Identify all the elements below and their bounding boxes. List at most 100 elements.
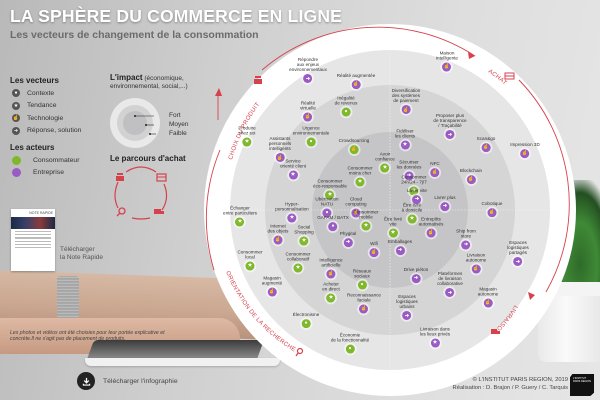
sphere-node[interactable]: Consommer moins cher★ [347, 166, 373, 187]
technologie-icon[interactable]: ☝ [267, 287, 277, 297]
tendance-icon[interactable]: ★ [380, 163, 390, 173]
reponse-icon[interactable]: ➜ [404, 171, 414, 181]
reponse-icon[interactable]: ➜ [412, 194, 422, 204]
sphere-node[interactable]: Ship from store➜ [456, 229, 476, 250]
technologie-icon[interactable]: ☝ [275, 153, 285, 163]
technologie-icon[interactable]: ☝ [481, 142, 491, 152]
sphere-node[interactable]: Électronisme● [293, 312, 319, 328]
sphere-node[interactable]: Magasin autonome☝ [478, 287, 498, 308]
contexte-icon[interactable]: ● [301, 318, 311, 328]
contexte-icon[interactable]: ● [306, 137, 316, 147]
technologie-icon[interactable]: ☝ [351, 208, 361, 218]
sphere-node[interactable]: Économie de la fonctionnalité● [331, 333, 369, 354]
contexte-icon[interactable]: ● [345, 344, 355, 354]
sphere-node[interactable]: Consommer éco-responsable★ [313, 179, 347, 200]
reponse-icon[interactable]: ➜ [461, 240, 471, 250]
sphere-node[interactable]: Wifi☝ [369, 241, 379, 257]
technologie-icon[interactable]: ☝ [369, 247, 379, 257]
sphere-node[interactable]: Réseaux sociaux● [353, 269, 371, 290]
tendance-icon[interactable]: ★ [235, 217, 245, 227]
sphere-node[interactable]: Service orienté client★ [280, 159, 306, 180]
sphere-node[interactable]: NFC☝ [430, 161, 440, 177]
contexte-icon[interactable]: ● [328, 221, 338, 231]
sphere-node[interactable]: Plateformes de livraison collaborative➜ [437, 271, 463, 298]
sphere-node[interactable]: Entrepôts automatisés☝ [419, 217, 443, 238]
sphere-node[interactable]: Sécuriser les données➜ [397, 160, 421, 181]
technologie-icon[interactable]: ☝ [466, 174, 476, 184]
sphere-node[interactable]: Consommer collaboratif★ [285, 252, 311, 273]
sphere-node[interactable]: Magasin augmenté☝ [262, 276, 282, 297]
download-note-link[interactable]: Télécharger la Note Rapide [60, 246, 103, 262]
tendance-icon[interactable]: ★ [407, 214, 417, 224]
sphere-node[interactable]: Scan&go☝ [477, 136, 495, 152]
sphere-node[interactable]: Assistants personnels intelligents☝ [269, 136, 291, 163]
technologie-icon[interactable]: ☝ [351, 79, 361, 89]
tendance-icon[interactable]: ★ [355, 177, 365, 187]
tendance-icon[interactable]: ★ [409, 186, 419, 196]
tendance-icon[interactable]: ★ [400, 140, 410, 150]
sphere-node[interactable]: Hyper- personnalisation★ [275, 202, 309, 223]
sphere-node[interactable]: Impression 3D☝ [510, 142, 540, 158]
reponse-icon[interactable]: ➜ [513, 257, 523, 267]
technologie-icon[interactable]: ☝ [442, 62, 452, 72]
sphere-node[interactable]: Cloud computing☝ [345, 197, 367, 218]
sphere-node[interactable]: Social Shopping★ [294, 225, 314, 246]
technologie-icon[interactable]: ☝ [326, 269, 336, 279]
sphere-node[interactable]: Livraison dans les lieux privés★ [420, 327, 450, 348]
sphere-node[interactable]: Proposer plus de transparence / Traçabil… [433, 113, 467, 140]
technologie-icon[interactable]: ☝ [483, 298, 493, 308]
contexte-icon[interactable]: ● [322, 208, 332, 218]
sphere-node[interactable]: Phygital➜ [340, 231, 356, 247]
sphere-node[interactable]: Consommer mobile★ [353, 210, 379, 231]
sphere-node[interactable]: Emballages➜ [388, 239, 412, 255]
sphere-node[interactable]: Échanger entre particuliers★ [223, 206, 257, 227]
reponse-icon[interactable]: ➜ [303, 74, 313, 84]
tendance-icon[interactable]: ★ [288, 170, 298, 180]
sphere-node[interactable]: Ubérisation NATU● [315, 197, 339, 218]
sphere-node[interactable]: Urgence environnementale● [293, 126, 329, 147]
download-button[interactable] [77, 372, 95, 390]
sphere-node[interactable]: Livrer vite➜ [407, 188, 427, 204]
tendance-icon[interactable]: ★ [326, 293, 336, 303]
sphere-node[interactable]: Réalité virtuelle☝ [300, 101, 316, 122]
sphere-node[interactable]: GAFAM / BATX● [317, 215, 349, 231]
technologie-icon[interactable]: ☝ [487, 207, 497, 217]
technologie-icon[interactable]: ☝ [359, 304, 369, 314]
sphere-node[interactable]: Livrer plus➜ [434, 195, 456, 211]
technologie-icon[interactable]: ☝ [273, 235, 283, 245]
tendance-icon[interactable]: ★ [361, 221, 371, 231]
reponse-icon[interactable]: ➜ [440, 201, 450, 211]
download-infographic-link[interactable]: Télécharger l'infographie [103, 378, 178, 385]
sphere-node[interactable]: Espaces logistiques urbains➜ [396, 294, 418, 321]
technologie-icon[interactable]: ☝ [303, 112, 313, 122]
technologie-icon[interactable]: ☝ [430, 167, 440, 177]
sphere-node[interactable]: Consommer 24h/24 - 7j/7★ [401, 175, 427, 196]
sphere-node[interactable]: Diversification des systèmes de paiement… [392, 88, 420, 115]
tendance-icon[interactable]: ★ [388, 228, 398, 238]
sphere-node[interactable]: Réalité augmentée☝ [337, 73, 375, 89]
sphere-node[interactable]: Crowdsourcing☝ [339, 138, 369, 154]
sphere-node[interactable]: Livraison autonome☝ [466, 253, 486, 274]
reponse-icon[interactable]: ➜ [395, 245, 405, 255]
sphere-node[interactable]: Drive piéton➜ [404, 267, 428, 283]
reponse-icon[interactable]: ➜ [411, 273, 421, 283]
sphere-node[interactable]: Consommer local★ [237, 250, 263, 271]
technologie-icon[interactable]: ☝ [401, 105, 411, 115]
sphere-node[interactable]: Espaces logistiques partagés➜ [507, 240, 529, 267]
reponse-icon[interactable]: ➜ [445, 130, 455, 140]
tendance-icon[interactable]: ★ [293, 263, 303, 273]
tendance-icon[interactable]: ★ [430, 338, 440, 348]
sphere-node[interactable]: Avoir confiance★ [375, 152, 395, 173]
sphere-node[interactable]: Répondre aux enjeux environnementaux➜ [289, 57, 327, 84]
reponse-icon[interactable]: ➜ [343, 237, 353, 247]
tendance-icon[interactable]: ★ [299, 236, 309, 246]
reponse-icon[interactable]: ➜ [402, 311, 412, 321]
technologie-icon[interactable]: ☝ [426, 228, 436, 238]
tendance-icon[interactable]: ★ [287, 213, 297, 223]
sphere-node[interactable]: Produire chez soi★ [238, 126, 256, 147]
sphere-node[interactable]: Blockchain☝ [460, 168, 482, 184]
technologie-icon[interactable]: ☝ [520, 148, 530, 158]
sphere-node[interactable]: Inégalité de revenus● [335, 96, 357, 117]
technologie-icon[interactable]: ☝ [349, 144, 359, 154]
contexte-icon[interactable]: ● [357, 280, 367, 290]
